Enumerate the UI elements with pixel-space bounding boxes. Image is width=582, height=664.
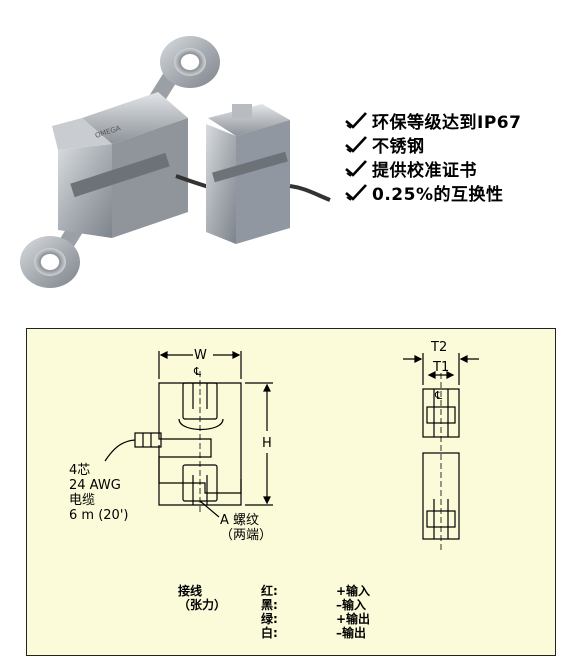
cable-spec-line: 6 m (20'): [69, 508, 129, 523]
checkmark-icon: [345, 160, 367, 177]
feature-text: 提供校准证书: [372, 160, 477, 181]
s-beam-outline-lower: [158, 445, 242, 506]
wire-signal: –输入: [336, 598, 367, 612]
wiring-table: 接线 （张力） 红: 黑: 绿: 白: +输入 –输入 +输出 –输出: [27, 581, 557, 651]
dim-h-label: H: [262, 436, 272, 451]
checkmark-icon: [345, 184, 367, 201]
feature-item: 提供校准证书: [344, 156, 521, 181]
cable-small: [289, 184, 331, 202]
dim-t2-label: T2: [430, 340, 447, 355]
checkmark-icon: [345, 136, 367, 153]
feature-item: 不锈钢: [344, 132, 521, 157]
feature-text: 不锈钢: [372, 136, 425, 157]
thread-label: A 螺纹 （两端）: [220, 513, 272, 543]
wire-signal-list: +输入 –输入 +输出 –输出: [336, 584, 370, 640]
centerline-symbol-front: ℄: [193, 365, 201, 378]
dim-t1-label: T1: [432, 360, 449, 375]
wiring-title-line: （张力）: [178, 598, 227, 612]
wire-signal: +输入: [336, 584, 371, 598]
wire-signal: +输出: [336, 612, 371, 626]
wire-color: 红:: [261, 584, 278, 598]
feature-item: 环保等级达到IP67: [344, 108, 522, 133]
thread-label-line: A 螺纹: [220, 513, 260, 528]
centerline-symbol-side: ℄: [434, 389, 442, 402]
s-beam-load-cell-small: [206, 104, 290, 244]
dimension-drawing-panel: W H T2 T1 ℄ ℄ 4芯 24 AWG 电缆 6 m (20') A 螺…: [26, 328, 556, 656]
cable-spec-label: 4芯 24 AWG 电缆 6 m (20'): [69, 463, 128, 523]
wire-color: 黑:: [261, 598, 278, 612]
feature-item: 0.25%的互换性: [344, 180, 521, 205]
s-beam-load-cell-large: OMEGA: [52, 92, 188, 238]
feature-list: 环保等级达到IP67 不锈钢 提供校准证书 0.25%的互换性: [344, 108, 522, 205]
dim-w-label: W: [194, 348, 207, 363]
wiring-title: 接线 （张力）: [178, 584, 226, 612]
cable-spec-line: 24 AWG: [69, 478, 121, 493]
wiring-title-line: 接线: [178, 584, 203, 598]
wire-color: 绿:: [261, 612, 278, 626]
wire-color-list: 红: 黑: 绿: 白:: [261, 584, 278, 640]
cable-spec-line: 电缆: [69, 493, 96, 508]
product-photo: OMEGA: [20, 36, 331, 288]
cable-spec-line: 4芯: [69, 463, 91, 478]
dimension-drawing: W H T2 T1 ℄ ℄: [104, 340, 479, 551]
wire-color: 白:: [261, 626, 278, 640]
checkmark-icon: [345, 112, 367, 129]
wire-signal: –输出: [336, 626, 367, 640]
thread-label-line: （两端）: [220, 528, 273, 543]
feature-text: 0.25%的互换性: [372, 184, 504, 205]
cable-connector: [134, 432, 162, 448]
feature-text: 环保等级达到IP67: [372, 112, 522, 133]
